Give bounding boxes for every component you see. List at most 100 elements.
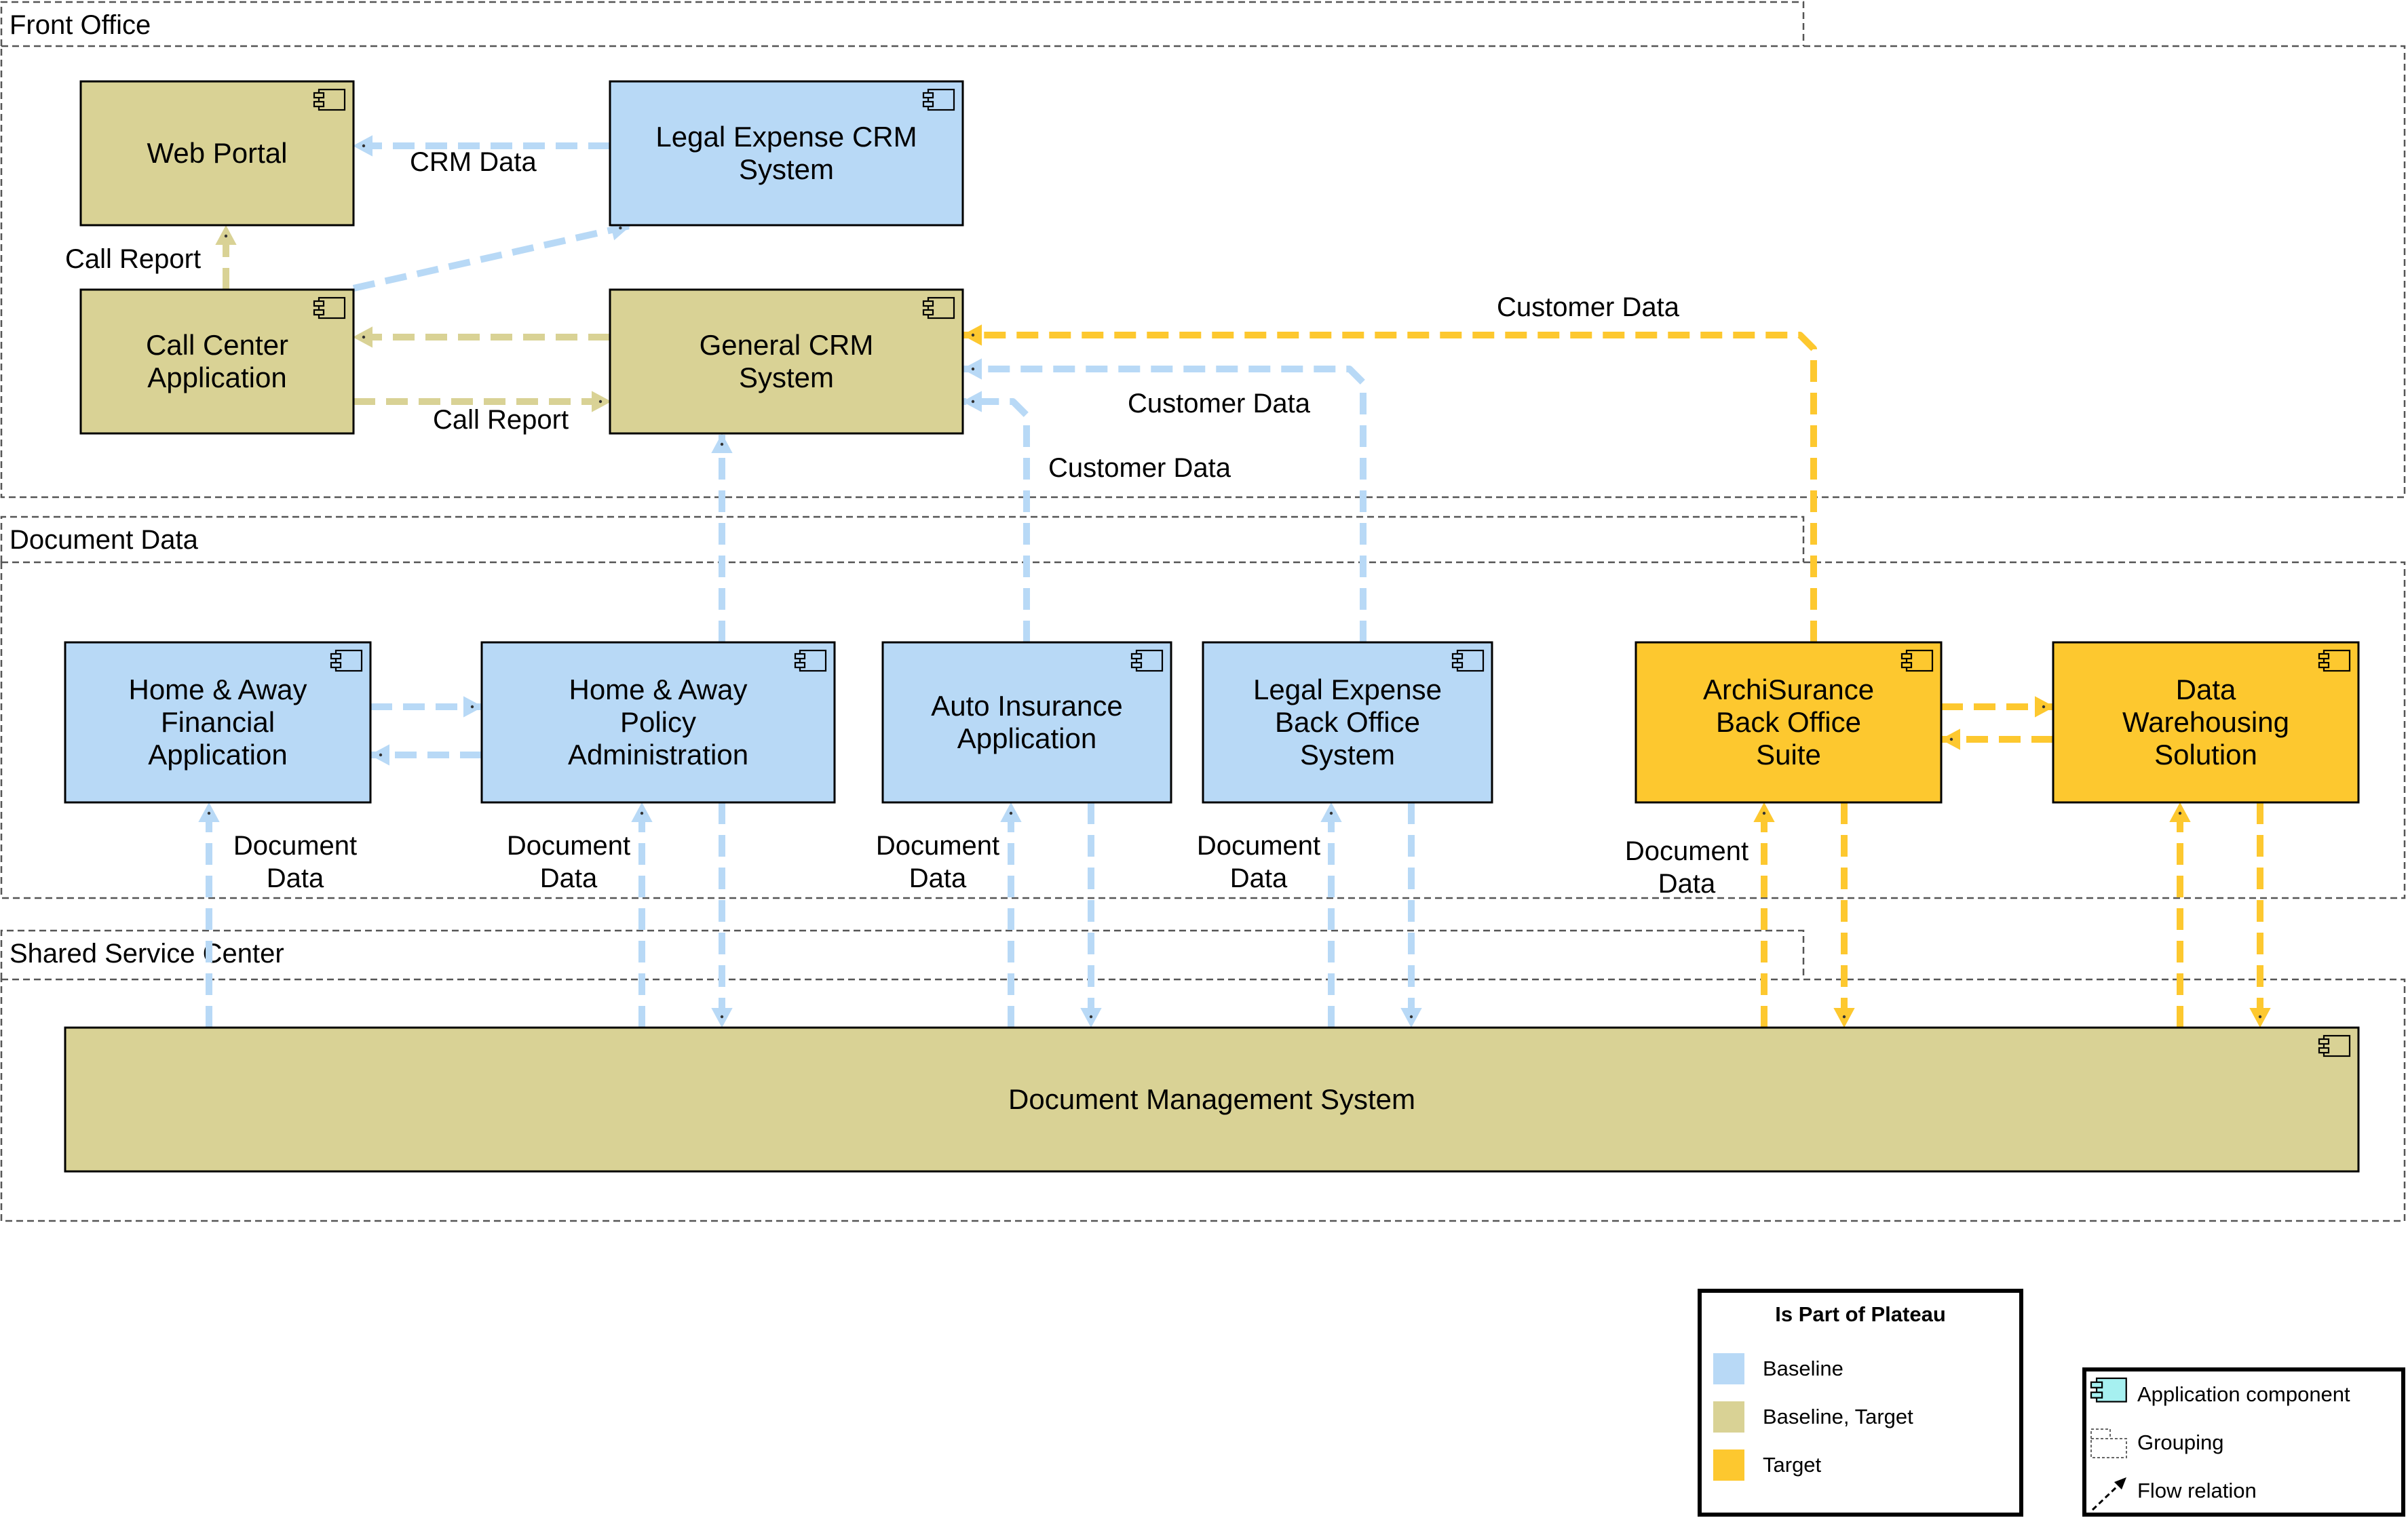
component-web-portal[interactable]: Web Portal	[79, 80, 355, 227]
flow-label: Call Report	[65, 244, 201, 274]
flow-policy-to-financial[interactable]	[369, 744, 482, 766]
flow-crm-data[interactable]	[352, 135, 610, 157]
flows-layer	[198, 135, 2271, 1028]
grouping-icon	[2090, 1428, 2127, 1458]
flow-arrow-dot	[720, 442, 724, 446]
application-component-icon	[922, 296, 955, 319]
component-box[interactable]	[480, 641, 836, 804]
component-box[interactable]	[1202, 641, 1493, 804]
group-label: Front Office	[9, 10, 151, 40]
flow-cc-to-legal-crm[interactable]	[352, 219, 632, 292]
flow-policy-to-dms[interactable]	[711, 802, 733, 1028]
component-box[interactable]	[1635, 641, 1943, 804]
application-component-icon	[1451, 649, 1485, 672]
legend-label: Flow relation	[2137, 1479, 2257, 1502]
application-component-icon	[1900, 649, 1934, 672]
component-label: General CRM	[700, 329, 874, 361]
component-label: Legal Expense CRM	[655, 121, 917, 153]
flow-dms-to-policy[interactable]	[631, 802, 653, 1028]
component-box[interactable]	[609, 80, 964, 227]
component-label: Legal Expense	[1253, 674, 1442, 705]
flow-archi-to-dms[interactable]	[1833, 802, 1855, 1028]
component-box[interactable]	[609, 288, 964, 435]
flow-dms-to-archi[interactable]	[1753, 802, 1775, 1028]
flow-auto-to-dms[interactable]	[1080, 802, 1102, 1028]
component-label: Warehousing	[2122, 706, 2289, 738]
component-label: System	[1300, 739, 1395, 771]
flow-arrow-dot	[619, 226, 622, 230]
component-label: Document Management System	[1008, 1083, 1415, 1115]
flow-label: Document	[233, 831, 357, 861]
component-label: Application	[148, 739, 287, 771]
legend-title: Is Part of Plateau	[1775, 1302, 1946, 1326]
component-box[interactable]	[881, 641, 1172, 804]
flow-dms-to-legal-bo[interactable]	[1320, 802, 1342, 1028]
flow-arrow-dot	[2042, 705, 2046, 709]
flow-arrow-dot	[224, 234, 228, 238]
flow-label: Customer Data	[1128, 389, 1311, 419]
flow-label: Data	[267, 863, 324, 893]
legend-item-baseline: Baseline	[1713, 1353, 1843, 1384]
component-label: Web Portal	[147, 137, 288, 169]
flow-line[interactable]	[352, 222, 631, 292]
application-component-icon	[330, 649, 363, 672]
application-component-icon	[2318, 649, 2351, 672]
flow-arrow-dot	[640, 811, 644, 815]
flow-dms-to-auto[interactable]	[1000, 802, 1022, 1028]
application-component-icon	[1130, 649, 1164, 672]
flow-auto-customer[interactable]	[961, 391, 1030, 642]
flow-label: Call Report	[433, 405, 569, 435]
flow-financial-to-policy[interactable]	[370, 696, 484, 718]
component-box[interactable]	[2052, 641, 2360, 804]
flow-dw-to-archi[interactable]	[1940, 728, 2053, 750]
application-component-icon	[2090, 1377, 2127, 1403]
flow-dw-to-dms[interactable]	[2249, 802, 2271, 1028]
component-box[interactable]	[64, 641, 372, 804]
component-box[interactable]	[79, 80, 355, 227]
component-box[interactable]	[79, 288, 355, 435]
flow-policy-to-general[interactable]	[711, 433, 733, 642]
flow-dms-to-dw[interactable]	[2169, 802, 2191, 1028]
component-box[interactable]	[64, 1026, 2360, 1173]
component-label: Solution	[2154, 739, 2257, 771]
flow-legal-bo-customer[interactable]	[961, 358, 1367, 642]
flow-label: Document	[1197, 831, 1320, 861]
flow-call-report-right[interactable]	[353, 391, 612, 412]
component-document-management[interactable]: Document Management System	[64, 1026, 2360, 1173]
flow-line[interactable]	[963, 332, 1817, 642]
legend-item-target: Target	[1713, 1449, 1822, 1481]
flow-archisurance-customer[interactable]	[961, 324, 1817, 642]
flow-call-report-up[interactable]	[215, 225, 237, 290]
flow-line[interactable]	[963, 366, 1367, 642]
flow-arrow-dot	[971, 333, 975, 337]
flow-general-to-cc[interactable]	[352, 326, 610, 348]
flow-arrow-dot	[1329, 811, 1333, 815]
flow-archi-to-dw[interactable]	[1941, 696, 2055, 718]
flow-arrow-dot	[207, 811, 211, 815]
legend-swatch	[1713, 1401, 1744, 1433]
flow-arrow-dot	[971, 367, 975, 371]
flow-line[interactable]	[963, 398, 1030, 642]
flow-dms-to-financial[interactable]	[198, 802, 220, 1028]
flow-label: Data	[540, 863, 598, 893]
flow-arrow-dot	[2178, 811, 2182, 815]
legend-label: Baseline	[1763, 1357, 1843, 1380]
flow-legal-bo-to-dms[interactable]	[1400, 802, 1422, 1028]
legend-label: Target	[1763, 1453, 1822, 1477]
flow-arrow-dot	[379, 753, 383, 757]
flow-label: Customer Data	[1048, 453, 1231, 483]
